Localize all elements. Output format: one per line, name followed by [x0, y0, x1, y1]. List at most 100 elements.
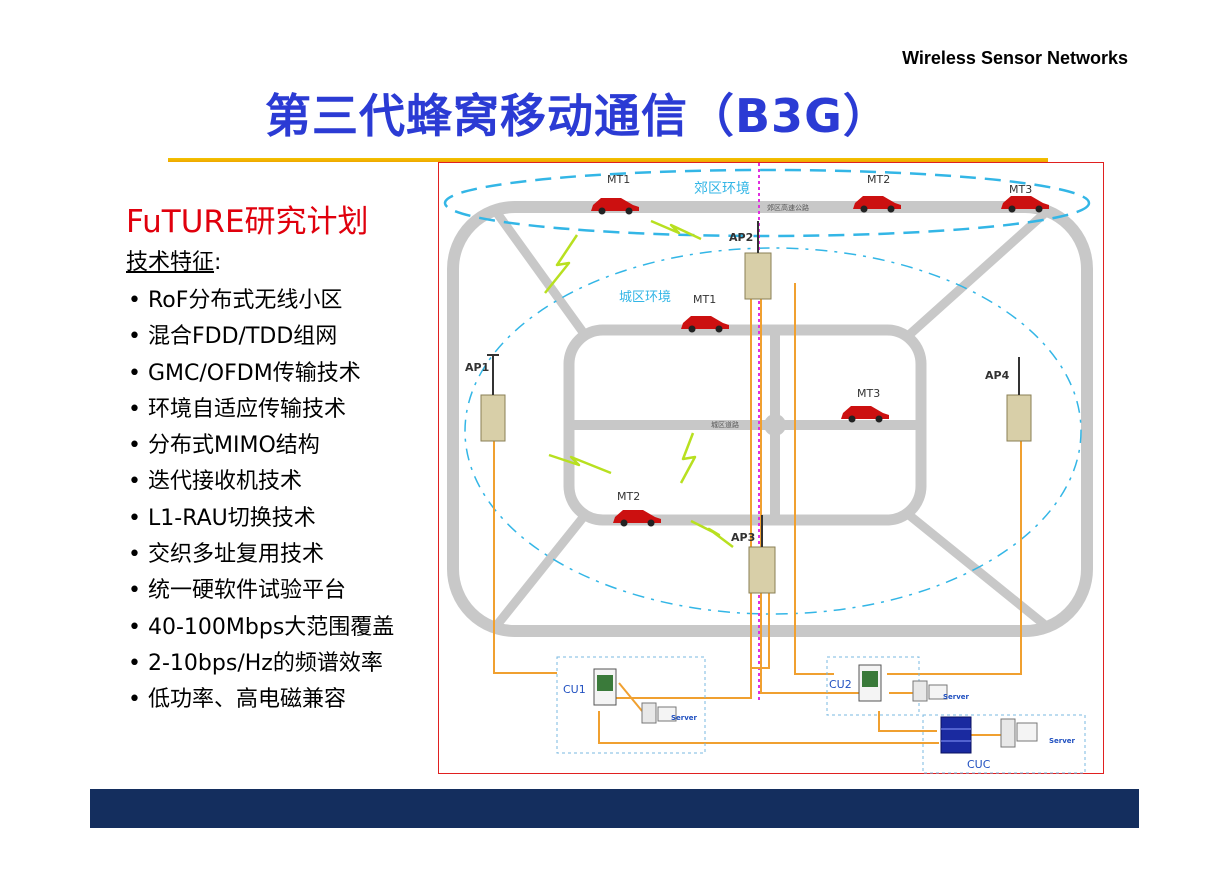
bullet-icon: • [128, 505, 141, 531]
list-item-text: L1-RAU切换技术 [148, 505, 316, 531]
list-item-text: RoF分布式无线小区 [148, 288, 343, 313]
connector-road [492, 208, 590, 340]
features-heading-text: 技术特征 [126, 250, 215, 275]
list-item-text: GMC/OFDM传输技术 [148, 360, 361, 386]
ap-label: AP2 [729, 231, 753, 244]
slide-title: 第三代蜂窝移动通信（B3G） [265, 89, 890, 143]
roundabout [764, 414, 786, 436]
fiber-links [493, 283, 1022, 744]
cuc-equipment [940, 716, 972, 754]
title-divider [168, 158, 1048, 162]
list-item: • L1-RAU切换技术 [128, 501, 394, 537]
ap-label: AP1 [465, 361, 489, 374]
connector-road [904, 510, 1050, 630]
list-item: • 统一硬软件试验平台 [128, 573, 394, 609]
bullet-icon: • [128, 469, 141, 495]
fiber-link-ap1 [493, 431, 557, 674]
list-item: • 交织多址复用技术 [128, 537, 394, 573]
list-item-text: 统一硬软件试验平台 [148, 578, 347, 604]
features-heading-colon: : [214, 250, 222, 275]
car-icon [841, 406, 889, 423]
bullet-icon: • [128, 542, 141, 568]
bullet-icon: • [128, 614, 141, 640]
bullet-icon: • [128, 324, 141, 350]
server-pc-icon [912, 680, 948, 702]
cu-label: CU1 [563, 683, 586, 696]
lightning-icon [544, 234, 579, 294]
building-icon [480, 394, 506, 442]
bullet-icon: • [128, 360, 141, 386]
connector-road [904, 208, 1050, 340]
features-heading: 技术特征: [126, 244, 221, 276]
cu-label: CU2 [829, 678, 852, 691]
lightning-icon [690, 519, 734, 548]
server-label: Server [671, 714, 698, 722]
feature-list: •RoF分布式无线小区 •混合FDD/TDD组网 •GMC/OFDM传输技术 •… [128, 283, 394, 719]
bullet-icon: • [128, 578, 141, 604]
urban-coverage [464, 247, 1082, 615]
list-item-text: 交织多址复用技术 [148, 542, 325, 568]
list-item: •40-100Mbps大范围覆盖 [128, 610, 394, 646]
fiber-link-cu1-server [618, 682, 643, 712]
cu1-equipment [593, 668, 617, 706]
vehicles [591, 196, 1049, 527]
bullet-icon: • [128, 433, 141, 459]
building-icon [1006, 394, 1032, 442]
suburban-label: 郊区环境 [694, 180, 750, 197]
city-road-label: 城区道路 [711, 420, 739, 429]
cuc-label: CUC [967, 758, 991, 771]
network-diagram: 郊区环境 城区环境 郊区高速公路 城区道路 MT1 MT2 MT3 MT1 MT… [438, 162, 1104, 774]
header-label: Wireless Sensor Networks [902, 48, 1128, 68]
mt-label: MT3 [857, 387, 880, 400]
fiber-link-ap2 [794, 283, 834, 675]
car-icon [853, 196, 901, 213]
mt-label: MT2 [617, 490, 640, 503]
car-icon [591, 198, 639, 215]
list-item: •RoF分布式无线小区 [128, 283, 394, 319]
list-item: •环境自适应传输技术 [128, 392, 394, 428]
lightning-icon [548, 453, 612, 475]
list-item: • 迭代接收机技术 [128, 464, 394, 500]
server-label: Server [943, 693, 970, 701]
mt-label: MT1 [607, 173, 630, 186]
cu1-zone [556, 656, 706, 754]
highway-label: 郊区高速公路 [767, 203, 809, 212]
list-item-text: 低功率、高电磁兼容 [148, 687, 347, 713]
ap1-station [480, 354, 506, 442]
mt-label: MT3 [1009, 183, 1032, 196]
subtitle: FuTURE研究计划 [126, 204, 369, 240]
fiber-link-cu2-cuc [878, 711, 937, 732]
server-pc-icon [641, 702, 677, 724]
rack-icon [597, 675, 613, 691]
ap2-station [744, 221, 772, 300]
list-item: • 混合FDD/TDD组网 [128, 319, 394, 355]
footer-bar [90, 789, 1139, 828]
connector-road [492, 510, 590, 630]
car-icon [613, 510, 661, 527]
building-icon [744, 252, 772, 300]
list-item: • 2-10bps/Hz的频谱效率 [128, 646, 394, 682]
server-label: Server [1049, 737, 1076, 745]
list-item-text: 混合FDD/TDD组网 [148, 324, 338, 350]
server-rack-icon [940, 716, 972, 754]
list-item-text: 迭代接收机技术 [148, 469, 303, 495]
car-icon [1001, 196, 1049, 213]
fiber-link-ap4 [887, 433, 1022, 675]
list-item: • GMC/OFDM传输技术 [128, 356, 394, 392]
wireless-links [544, 219, 734, 548]
list-item-text: 2-10bps/Hz的频谱效率 [148, 650, 383, 676]
urban-label: 城区环境 [619, 290, 671, 305]
lightning-icon [650, 219, 702, 241]
fiber-link-ap2-cu2 [760, 283, 871, 694]
mt-label: MT2 [867, 173, 890, 186]
bullet-icon: • [128, 396, 141, 422]
bullet-icon: • [128, 650, 141, 676]
ap-label: AP4 [985, 369, 1010, 382]
fiber-link-cu1-cuc [598, 711, 939, 744]
fiber-link-ap2-cu1 [614, 283, 752, 699]
list-item: •分布式MIMO结构 [128, 428, 394, 464]
rack-icon [862, 671, 878, 687]
network-diagram-svg: 郊区环境 城区环境 郊区高速公路 城区道路 MT1 MT2 MT3 MT1 MT… [443, 163, 1093, 774]
bullet-icon: • [128, 687, 141, 713]
ap4-station [1006, 357, 1032, 442]
